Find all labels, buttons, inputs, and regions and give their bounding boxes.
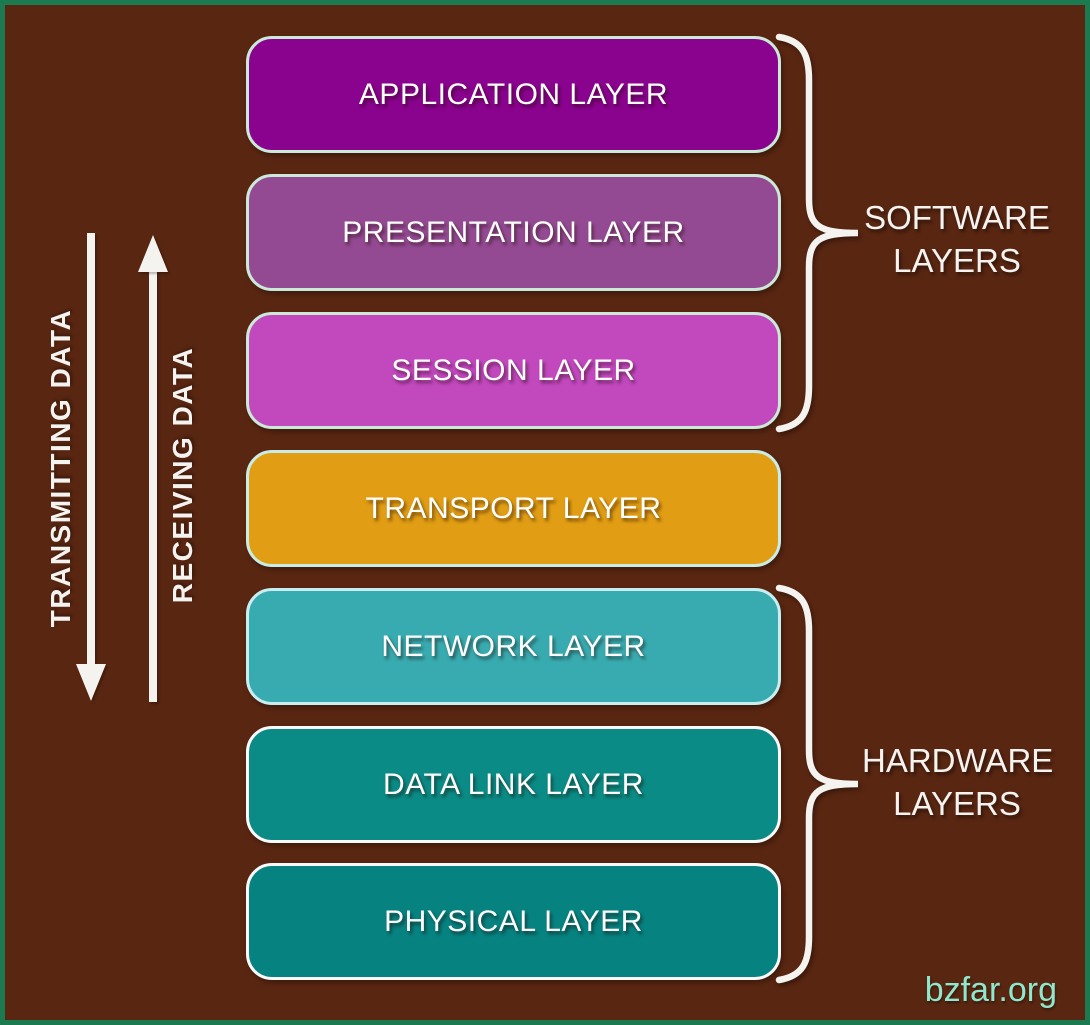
layer-label-presentation: PRESENTATION LAYER xyxy=(342,215,685,249)
hardware-layers-label: HARDWARE LAYERS xyxy=(862,739,1054,825)
layer-label-transport: TRANSPORT LAYER xyxy=(365,491,662,525)
layer-box-network: NETWORK LAYER xyxy=(246,588,781,705)
transmitting-data-label: TRANSMITTING DATA xyxy=(45,308,76,628)
software-layers-brace-icon xyxy=(775,33,859,433)
layer-label-session: SESSION LAYER xyxy=(391,353,636,387)
arrow-head-down-icon xyxy=(76,664,106,701)
hardware-layers-brace-icon xyxy=(775,584,859,984)
layer-label-physical: PHYSICAL LAYER xyxy=(384,904,643,938)
software-layers-label-line2: LAYERS xyxy=(893,242,1021,279)
layer-box-data-link: DATA LINK LAYER xyxy=(246,726,781,843)
receiving-data-label: RECEIVING DATA xyxy=(167,346,198,604)
layer-label-network: NETWORK LAYER xyxy=(381,629,646,663)
layer-box-transport: TRANSPORT LAYER xyxy=(246,450,781,567)
layer-box-physical: PHYSICAL LAYER xyxy=(246,863,781,980)
arrow-head-up-icon xyxy=(138,235,168,272)
hardware-layers-label-line1: HARDWARE xyxy=(862,742,1054,779)
arrow-shaft xyxy=(87,233,95,665)
layer-label-data-link: DATA LINK LAYER xyxy=(383,767,644,801)
layer-box-application: APPLICATION LAYER xyxy=(246,36,781,153)
layer-box-session: SESSION LAYER xyxy=(246,312,781,429)
layer-label-application: APPLICATION LAYER xyxy=(358,77,669,111)
software-layers-label-line1: SOFTWARE xyxy=(864,199,1050,236)
watermark-bzfar-org: bzfar.org xyxy=(924,971,1057,1009)
layer-box-presentation: PRESENTATION LAYER xyxy=(246,174,781,291)
software-layers-label: SOFTWARE LAYERS xyxy=(862,196,1052,282)
hardware-layers-label-line2: LAYERS xyxy=(893,785,1021,822)
arrow-shaft xyxy=(149,270,157,702)
